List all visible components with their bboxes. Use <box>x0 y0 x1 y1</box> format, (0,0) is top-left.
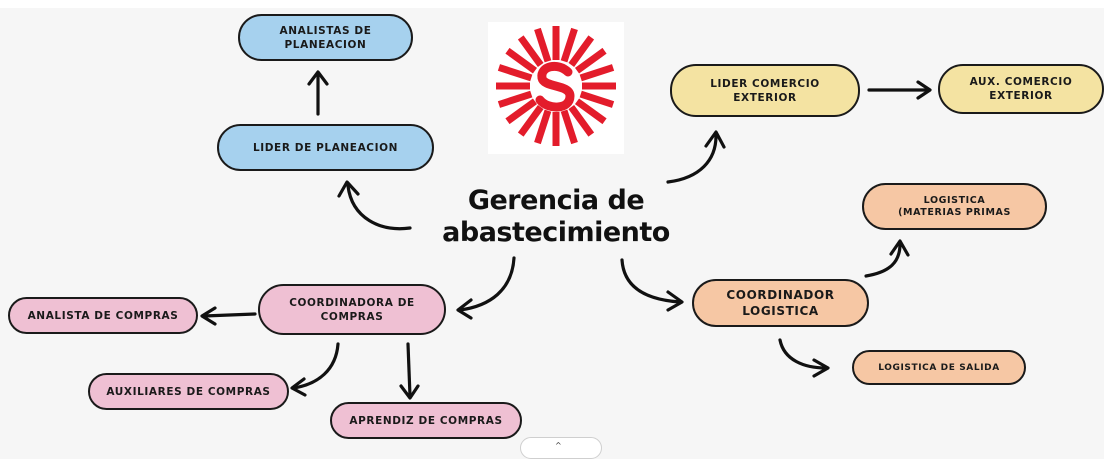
node-coordinador-logistica[interactable]: COORDINADOR LOGISTICA <box>692 279 869 327</box>
arrowhead-aux-comercio <box>916 80 932 100</box>
arrowhead-analista-compras <box>200 306 217 326</box>
node-label: LIDER COMERCIO EXTERIOR <box>710 77 820 104</box>
arrow-to-auxiliares-compras <box>292 342 340 390</box>
logo-ray <box>534 27 552 63</box>
top-strip <box>0 0 1104 8</box>
logo-ray <box>568 104 595 137</box>
logo-ray <box>579 90 615 108</box>
logo-ray <box>579 64 615 82</box>
arrowhead-logistica-salida <box>812 358 830 378</box>
node-label: APRENDIZ DE COMPRAS <box>349 414 503 427</box>
arrowhead-lider-comercio <box>704 130 726 149</box>
node-label: LOGISTICA (MATERIAS PRIMAS <box>898 194 1011 218</box>
logo-ray <box>574 47 607 74</box>
arrow-to-logistica-mp <box>864 242 902 278</box>
arrowhead-analistas-planeacion <box>307 70 329 86</box>
node-logistica-de-salida[interactable]: LOGISTICA DE SALIDA <box>852 350 1026 385</box>
node-label: ANALISTAS DE PLANEACION <box>279 24 372 51</box>
node-label: COORDINADORA DE COMPRAS <box>289 296 415 323</box>
logo-ray <box>517 104 544 137</box>
node-aprendiz-de-compras[interactable]: APRENDIZ DE COMPRAS <box>330 402 522 439</box>
logo-ray <box>505 47 538 74</box>
arrowhead-logistica-mp <box>889 239 910 257</box>
node-lider-de-planeacion[interactable]: LIDER DE PLANEACION <box>217 124 434 171</box>
arrowhead-coordinadora-compras <box>456 298 473 320</box>
arrow-to-coordinadora-compras <box>458 256 516 312</box>
node-analista-de-compras[interactable]: ANALISTA DE COMPRAS <box>8 297 198 334</box>
arrowhead-coordinador-logistica <box>666 290 684 312</box>
node-lider-comercio-exterior[interactable]: LIDER COMERCIO EXTERIOR <box>670 64 860 117</box>
node-coordinadora-de-compras[interactable]: COORDINADORA DE COMPRAS <box>258 284 446 335</box>
arrowhead-lider-planeacion <box>337 180 360 198</box>
connector-layer <box>200 70 932 400</box>
logo-ray <box>517 35 544 68</box>
logo-ray <box>568 35 595 68</box>
arrowhead-auxiliares-compras <box>290 377 307 397</box>
logo-ray <box>560 109 578 145</box>
arrow-to-logistica-salida <box>778 338 828 370</box>
logo-ray <box>574 98 607 125</box>
node-analistas-de-planeacion[interactable]: ANALISTAS DE PLANEACION <box>238 14 413 61</box>
red-sunburst-s-logo-icon <box>496 26 616 146</box>
company-logo <box>488 22 624 154</box>
logo-ray <box>505 98 538 125</box>
node-logistica-materias-primas[interactable]: LOGISTICA (MATERIAS PRIMAS <box>862 183 1047 230</box>
arrow-to-analista-compras <box>202 312 257 318</box>
node-label: LOGISTICA DE SALIDA <box>878 362 1000 373</box>
node-label: AUX. COMERCIO EXTERIOR <box>969 76 1073 102</box>
arrow-to-coordinador-logistica <box>620 258 682 304</box>
logo-ray <box>497 90 533 108</box>
logo-ray <box>534 109 552 145</box>
node-label: LIDER DE PLANEACION <box>252 141 399 154</box>
arrow-to-aprendiz-compras <box>406 342 412 398</box>
logo-ray <box>497 64 533 82</box>
node-auxiliares-de-compras[interactable]: AUXILIARES DE COMPRAS <box>88 373 289 410</box>
node-label: ANALISTA DE COMPRAS <box>27 309 179 322</box>
node-label: AUXILIARES DE COMPRAS <box>106 385 271 398</box>
chevron-up-icon: ^ <box>555 441 562 450</box>
node-aux-comercio-exterior[interactable]: AUX. COMERCIO EXTERIOR <box>938 64 1104 114</box>
collapse-tab[interactable]: ^ <box>520 437 602 459</box>
central-title: Gerencia de abastecimiento <box>442 185 670 248</box>
arrowhead-aprendiz-compras <box>399 384 420 400</box>
arrow-to-lider-comercio <box>666 134 718 184</box>
logo-ray <box>560 27 578 63</box>
arrow-to-lider-planeacion <box>346 184 412 231</box>
node-label: COORDINADOR LOGISTICA <box>726 288 835 318</box>
